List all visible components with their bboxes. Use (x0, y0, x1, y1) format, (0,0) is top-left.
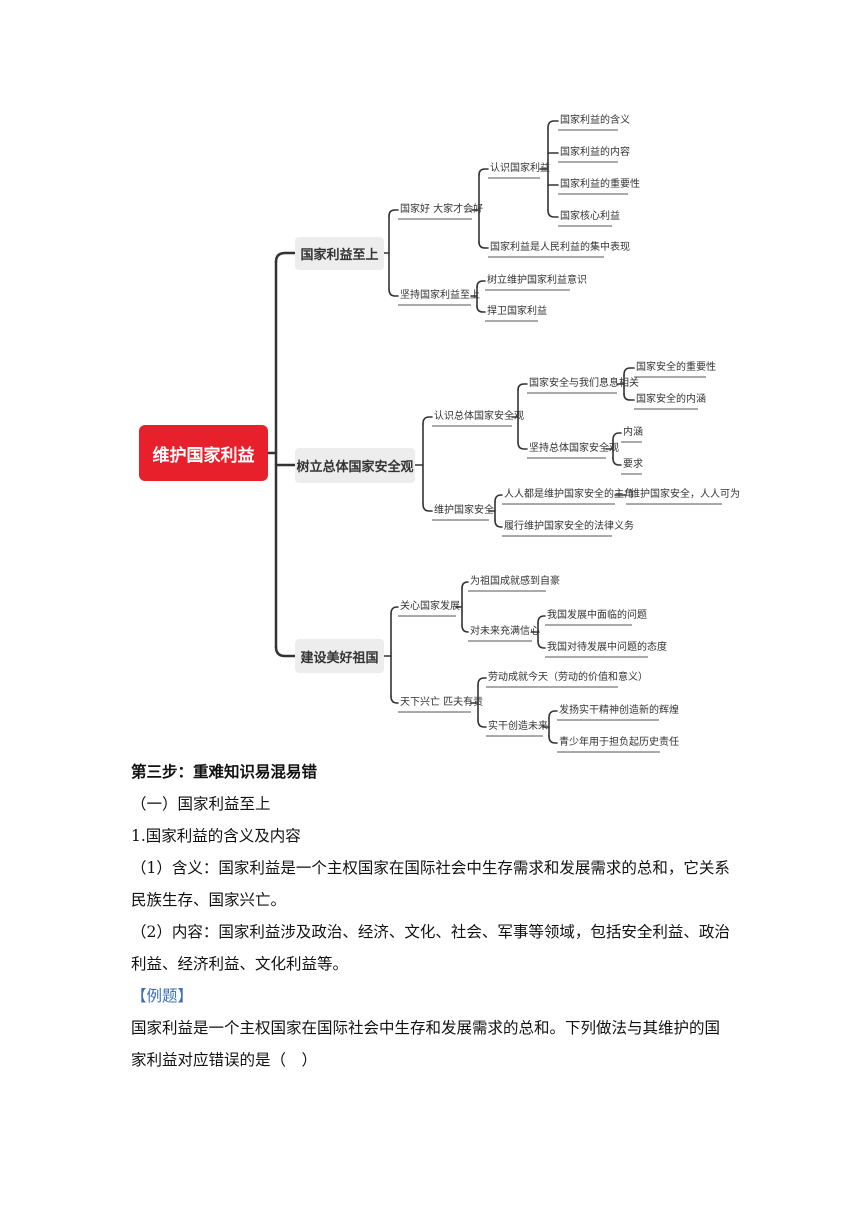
node-security-related: 国家安全与我们息息相关 (529, 378, 639, 389)
node-maintain-security: 维护国家安全 (434, 505, 494, 516)
leaf-item: 劳动成就今天（劳动的价值和意义） (488, 672, 648, 683)
paragraph: （2）内容：国家利益涉及政治、经济、文化、社会、军事等领域，包括安全利益、政治利… (131, 923, 730, 973)
mindmap-connectors (266, 120, 722, 753)
leaf-item: 树立维护国家利益意识 (487, 275, 587, 286)
node-everyone-responsible: 天下兴亡 匹夫有责 (400, 697, 484, 708)
branch-build-country: 建设美好祖国 (295, 639, 384, 673)
node-uphold-security-view: 坚持总体国家安全观 (529, 443, 619, 454)
leaf-item: 捍卫国家利益 (487, 306, 547, 317)
node-know-security-view: 认识总体国家安全观 (434, 411, 524, 422)
leaf-item: 内涵 (623, 427, 643, 438)
example-label: 【例题】 (131, 987, 194, 1005)
leaf-item: 国家利益的重要性 (560, 179, 640, 190)
node-hard-work-future: 实干创造未来 (488, 721, 548, 732)
node-people-interest: 国家利益是人民利益的集中表现 (490, 242, 630, 253)
mindmap-root: 维护国家利益 (139, 425, 268, 481)
node-confident-future: 对未来充满信心 (470, 626, 540, 637)
leaf-item: 国家安全的内涵 (636, 394, 706, 405)
step-title: 第三步：重难知识易混易错 (131, 763, 318, 781)
leaf-item: 国家利益的内容 (560, 147, 630, 158)
leaf-item: 维护国家安全，人人可为 (630, 489, 740, 500)
node-legal-duty: 履行维护国家安全的法律义务 (504, 521, 634, 532)
node-everyone-protagonist: 人人都是维护国家安全的主角 (504, 489, 634, 500)
paragraph: （1）含义：国家利益是一个主权国家在国际社会中生存需求和发展需求的总和，它关系民… (131, 859, 730, 909)
node-care-development: 关心国家发展 (400, 601, 460, 612)
branch-national-interest: 国家利益至上 (295, 237, 384, 270)
leaf-item: 青少年用于担负起历史责任 (559, 737, 679, 748)
leaf-item: 我国发展中面临的问题 (547, 610, 647, 621)
leaf-item: 发扬实干精神创造新的辉煌 (559, 705, 679, 716)
leaf-item: 为祖国成就感到自豪 (470, 576, 560, 587)
question-text: 国家利益是一个主权国家在国际社会中生存和发展需求的总和。下列做法与其维护的国家利… (131, 1019, 721, 1069)
leaf-item: 国家利益的含义 (560, 115, 630, 126)
node-country-good: 国家好 大家才会好 (400, 204, 484, 215)
node-know-national-interest: 认识国家利益 (490, 163, 550, 174)
leaf-item: 要求 (623, 459, 643, 470)
section-title: （一）国家利益至上 (131, 795, 271, 813)
node-uphold-national-interest: 坚持国家利益至上 (400, 290, 480, 301)
document-body: 第三步：重难知识易混易错 （一）国家利益至上 1.国家利益的含义及内容 （1）含… (131, 756, 731, 1076)
leaf-item: 国家安全的重要性 (636, 362, 716, 373)
leaf-item: 国家核心利益 (560, 211, 620, 222)
heading: 1.国家利益的含义及内容 (131, 827, 301, 845)
leaf-item: 我国对待发展中问题的态度 (547, 642, 667, 653)
branch-security-view: 树立总体国家安全观 (295, 448, 415, 483)
